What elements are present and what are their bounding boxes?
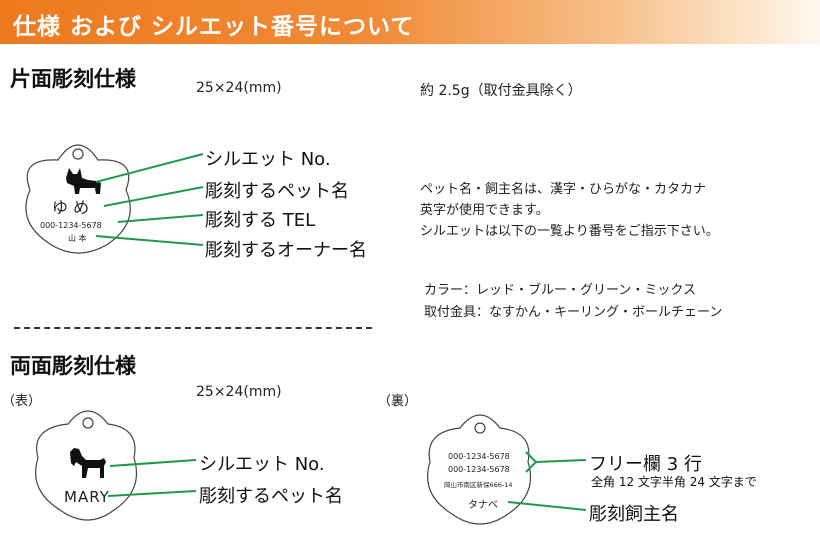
tag-single bbox=[25, 144, 131, 254]
corgi-silhouette-icon bbox=[66, 168, 101, 194]
single-size: 25×24(mm) bbox=[196, 80, 282, 96]
tag-back bbox=[427, 414, 532, 525]
label-back-owner: 彫刻飼主名 bbox=[589, 504, 679, 525]
spec-fitting: 取付金具：なすかん・キーリング・ボールチェーン bbox=[424, 305, 723, 320]
double-heading: 両面彫刻仕様 bbox=[10, 354, 136, 378]
header-banner bbox=[0, 0, 820, 44]
front-label: （表） bbox=[2, 394, 42, 409]
label-pet-name: 彫刻するペット名 bbox=[205, 181, 349, 202]
note-line-2: 英字が使用できます。 bbox=[420, 203, 549, 218]
label-front-silhouette-no: シルエット No. bbox=[199, 454, 325, 475]
tag-single-name: ゆ め bbox=[52, 198, 90, 217]
label-tel: 彫刻する TEL bbox=[205, 210, 316, 231]
single-weight: 約 2.5g（取付金具除く） bbox=[420, 83, 582, 99]
leader-lines bbox=[95, 153, 587, 511]
double-size: 25×24(mm) bbox=[196, 384, 282, 400]
tag-back-line-1: 000-1234-5678 bbox=[448, 452, 510, 461]
label-free-note: 全角 12 文字半角 24 文字まで bbox=[591, 475, 757, 489]
tag-front-name: MARY bbox=[64, 488, 110, 506]
single-heading: 片面彫刻仕様 bbox=[10, 67, 136, 91]
section-divider bbox=[14, 327, 372, 329]
spaniel-silhouette-icon bbox=[70, 448, 106, 478]
tag-single-tel: 000-1234-5678 bbox=[40, 221, 102, 230]
label-owner-name: 彫刻するオーナー名 bbox=[205, 240, 367, 261]
tag-front bbox=[35, 410, 138, 521]
tag-back-owner: タナベ bbox=[468, 500, 498, 511]
label-front-pet-name: 彫刻するペット名 bbox=[199, 486, 343, 507]
tag-back-line-2: 000-1234-5678 bbox=[448, 465, 510, 474]
note-line-3: シルエットは以下の一覧より番号をご指示下さい。 bbox=[420, 224, 719, 239]
note-line-1: ペット名・飼主名は、漢字・ひらがな・カタカナ bbox=[420, 182, 707, 197]
label-free-lines: フリー欄 3 行 bbox=[589, 454, 702, 475]
back-label: （裏） bbox=[378, 394, 418, 409]
label-silhouette-no: シルエット No. bbox=[205, 149, 331, 170]
page-title: 仕様 および シルエット番号について bbox=[13, 14, 415, 40]
spec-color: カラー：レッド・ブルー・グリーン・ミックス bbox=[424, 283, 696, 298]
tag-back-line-3: 岡山市南区新保666-14 bbox=[444, 481, 513, 489]
tag-single-owner: 山 本 bbox=[68, 234, 87, 243]
